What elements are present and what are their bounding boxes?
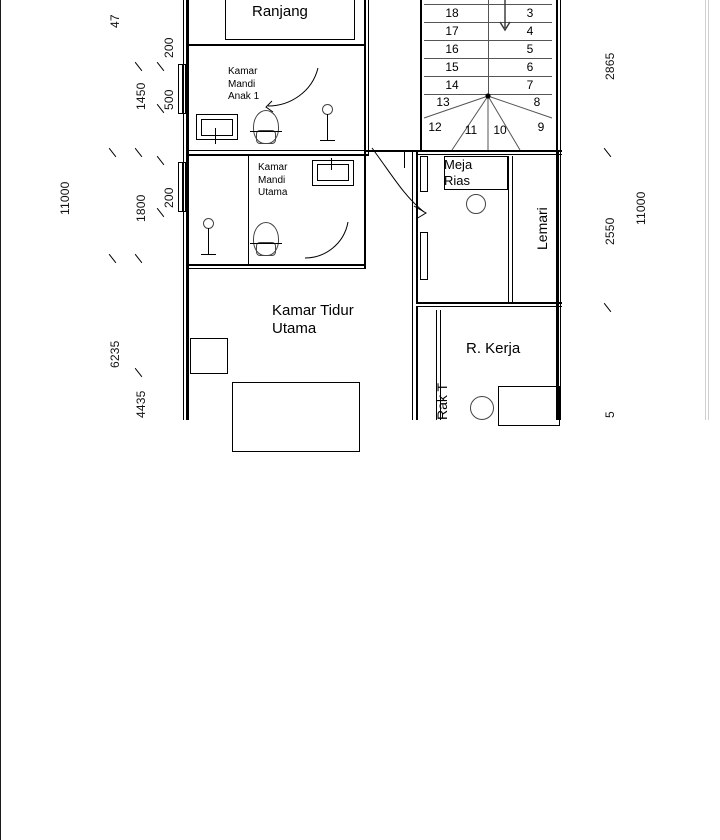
wall-left-outer-edge: [183, 0, 184, 420]
wall-bedroom-left: [186, 268, 189, 420]
wall-stub-left-lower: [420, 232, 428, 280]
stair-step-7: 7: [526, 78, 534, 92]
nightstand-master: [190, 338, 228, 374]
room-label-kamar-mandi-utama: Kamar Mandi Utama: [258, 162, 288, 198]
dim-line-left-overall: [0, 0, 1, 420]
wall-master-bath-divider: [248, 156, 249, 266]
wall-right-block-left-lower: [416, 306, 418, 420]
sink-basin-master: [312, 160, 354, 186]
stool-meja-rias: [466, 194, 486, 214]
stair-winder-lines: [265, 0, 553, 259]
wall-right-block-left: [416, 150, 418, 304]
wall-master-bath-right: [364, 156, 366, 268]
wall-master-bath-bottom: [186, 264, 366, 266]
stair-step-8: 8: [533, 95, 541, 109]
wall-right-block-right-outer: [560, 150, 561, 420]
wardrobe-front-line-2: [512, 156, 513, 304]
room-label-ranjang: Ranjang: [252, 3, 308, 20]
wall-between-baths: [186, 154, 368, 156]
wall-stair-left: [420, 0, 422, 150]
window-mullion: [182, 162, 183, 212]
toilet-seat-line: [250, 131, 282, 132]
stair-step-14: 14: [445, 78, 459, 92]
dim-line-left-chain-a: [0, 420, 1, 840]
wall-stair-right-outer: [560, 0, 561, 150]
wall-left-upper: [186, 0, 189, 156]
desk-r-kerja: [498, 386, 560, 426]
room-label-r-kerja: R. Kerja: [466, 340, 521, 357]
toilet-tank-master: [256, 242, 276, 256]
right-guide-line-2: [708, 0, 709, 420]
stair-step-9: 9: [537, 120, 545, 134]
room-label-meja-rias: Meja Rias: [444, 157, 473, 188]
shelf-line: [436, 310, 437, 420]
wall-right-block-right: [556, 150, 559, 420]
wall-corridor-edge: [412, 150, 413, 420]
sink-tap-master: [331, 158, 332, 170]
wall-horizontal-under-bed: [186, 44, 366, 46]
stair-step-3: 3: [526, 6, 534, 20]
window-mullion: [182, 64, 183, 114]
stair-step-16: 16: [445, 42, 459, 56]
stair-step-17: 17: [445, 24, 459, 38]
wall-between-baths-2: [186, 150, 368, 151]
shelf-line-2: [440, 310, 441, 420]
toilet-seat-line: [250, 243, 282, 244]
furniture-meja-rias: [444, 156, 508, 190]
wall-bath-right-upper-2: [368, 0, 369, 156]
room-label-kamar-tidur-utama: Kamar Tidur Utama: [272, 302, 354, 338]
shower-base-upper: [320, 140, 335, 141]
wall-stair-right: [556, 0, 558, 150]
toilet-tank-upper: [256, 130, 276, 144]
stair-step-18: 18: [445, 6, 459, 20]
stair-step-11: 11: [464, 123, 478, 137]
wall-above-rkerja-2: [416, 306, 562, 307]
right-guide-line: [705, 0, 706, 420]
wall-under-stair-2: [416, 154, 562, 155]
wardrobe-front-line: [508, 156, 509, 304]
door-jamb: [404, 150, 405, 168]
shower-riser-master: [208, 228, 209, 254]
wall-stub-left-vanity: [420, 156, 428, 192]
room-label-lemari: Lemari: [534, 207, 550, 250]
bed-ranjang: [225, 0, 355, 40]
room-label-kamar-mandi-anak-1: Kamar Mandi Anak 1: [228, 66, 260, 102]
stair-step-6: 6: [526, 60, 534, 74]
stair-step-15: 15: [445, 60, 459, 74]
stair-step-13: 13: [436, 95, 450, 109]
stair-step-4: 4: [526, 24, 534, 38]
room-label-rak-t: Rak T: [434, 382, 450, 420]
stair-stringer-center: [488, 0, 489, 96]
sink-basin-upper: [196, 114, 238, 140]
stair-step-5: 5: [526, 42, 534, 56]
wall-bath-right-upper: [364, 0, 366, 156]
sink-tap-upper: [215, 128, 216, 144]
door-opening-corridor: [366, 150, 416, 152]
chair-r-kerja: [470, 396, 494, 420]
sink-bowl-upper: [201, 119, 233, 136]
wall-master-bath-bottom-2: [186, 268, 366, 269]
wall-above-rkerja: [416, 302, 562, 304]
stair-step-10: 10: [493, 123, 507, 137]
wall-under-stair: [416, 150, 562, 152]
stair-step-12: 12: [428, 120, 442, 134]
shower-riser-upper: [327, 114, 328, 140]
sink-bowl-master: [317, 164, 349, 181]
shower-base-master: [201, 254, 216, 255]
